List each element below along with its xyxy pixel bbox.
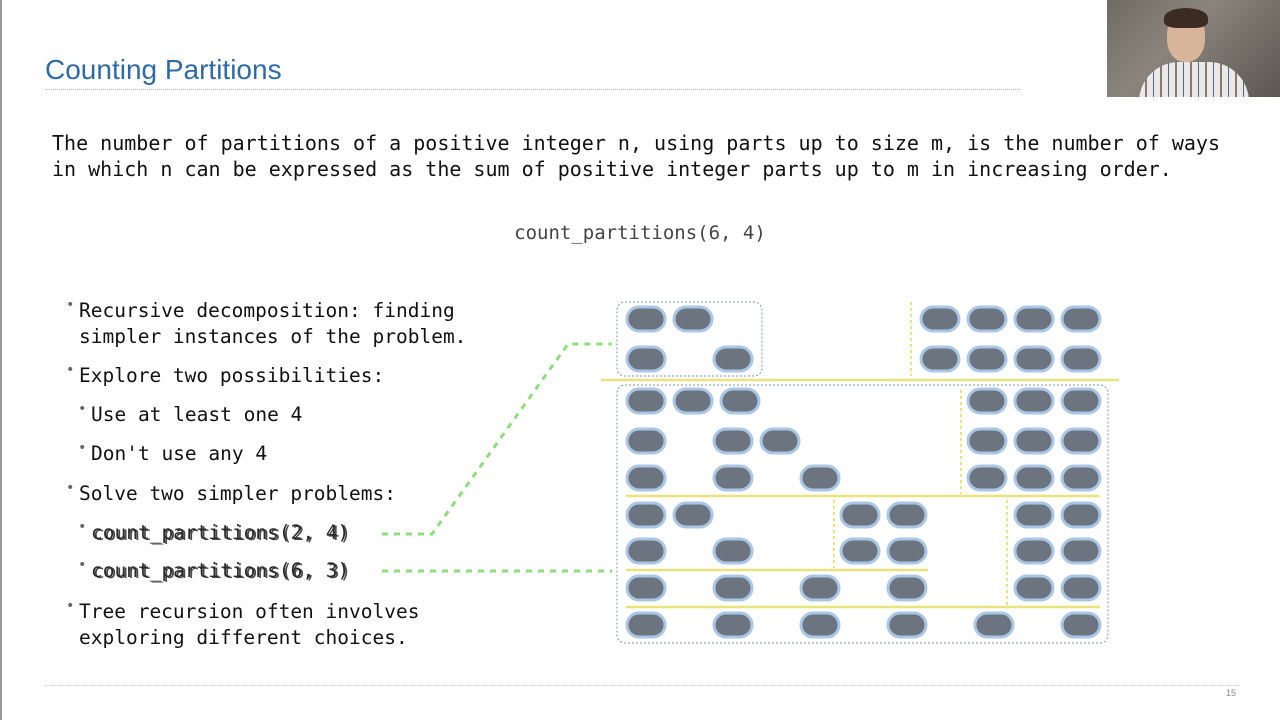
partition-part bbox=[712, 574, 754, 602]
bullet-dot: • bbox=[66, 362, 75, 378]
partition-part bbox=[625, 305, 667, 333]
partition-part bbox=[625, 501, 667, 529]
bullet-dot: • bbox=[78, 557, 87, 573]
sub-bullet-call-6-3: • count_partitions(6, 3) count_partition… bbox=[66, 557, 352, 584]
bullet-recursive-decomposition: • Recursive decomposition: finding simpl… bbox=[66, 297, 467, 349]
partition-part bbox=[839, 537, 881, 565]
sub-bullet-call-2-4: • count_partitions(2, 4) count_partition… bbox=[66, 519, 352, 546]
page-number: 15 bbox=[1226, 688, 1237, 698]
partition-part bbox=[799, 464, 841, 492]
partition-part bbox=[886, 574, 928, 602]
partition-part bbox=[1060, 305, 1102, 333]
example-call: count_partitions(6, 4) bbox=[514, 222, 766, 244]
partition-part bbox=[1060, 387, 1102, 415]
bullet-tree-recursion: • Tree recursion often involves explorin… bbox=[66, 598, 420, 650]
bullet-explore: • Explore two possibilities: bbox=[66, 362, 385, 389]
bullet-text: Use at least one 4 bbox=[91, 403, 303, 426]
partition-part bbox=[886, 537, 928, 565]
partition-part bbox=[886, 501, 928, 529]
bullet-dot: • bbox=[66, 480, 75, 496]
partition-part bbox=[719, 387, 761, 415]
partition-part bbox=[1060, 464, 1102, 492]
partition-part bbox=[625, 464, 667, 492]
bullet-text: Don't use any 4 bbox=[91, 442, 268, 465]
presenter-webcam bbox=[1107, 0, 1280, 97]
bullet-text-overlap: count_partitions(6, 3) bbox=[93, 560, 352, 583]
partition-part bbox=[966, 387, 1008, 415]
bullet-text: count_partitions(2, 4) bbox=[91, 521, 350, 544]
partition-part bbox=[625, 611, 667, 639]
partition-part bbox=[672, 501, 714, 529]
partition-part bbox=[672, 387, 714, 415]
partition-part bbox=[712, 611, 754, 639]
partition-part bbox=[1013, 574, 1055, 602]
partition-part bbox=[886, 611, 928, 639]
partition-part bbox=[1013, 387, 1055, 415]
partition-part bbox=[966, 427, 1008, 455]
title-divider bbox=[45, 89, 1020, 90]
partition-part bbox=[966, 305, 1008, 333]
sub-bullet-use-four: • Use at least one 4 bbox=[66, 401, 303, 428]
partition-part bbox=[1013, 345, 1055, 373]
bullet-text: Solve two simpler problems: bbox=[79, 482, 396, 505]
group-box-no-four bbox=[616, 384, 1109, 644]
partition-part bbox=[1060, 611, 1102, 639]
partition-part bbox=[839, 501, 881, 529]
presenter-shirt bbox=[1139, 62, 1249, 97]
partition-part bbox=[919, 345, 961, 373]
partition-part bbox=[712, 537, 754, 565]
bullet-dot: • bbox=[78, 519, 87, 535]
bullet-text: Explore two possibilities: bbox=[79, 364, 385, 387]
footer-divider bbox=[45, 685, 1240, 686]
partition-part bbox=[625, 387, 667, 415]
partition-part bbox=[1060, 574, 1102, 602]
bullet-text: Recursive decomposition: finding simpler… bbox=[79, 299, 467, 348]
partition-part bbox=[973, 611, 1015, 639]
partition-part bbox=[1013, 305, 1055, 333]
partition-part bbox=[625, 537, 667, 565]
slide-left-edge bbox=[0, 0, 2, 720]
partition-part bbox=[919, 305, 961, 333]
slide-title: Counting Partitions bbox=[45, 54, 282, 85]
bullet-dot: • bbox=[66, 297, 75, 313]
partition-part bbox=[799, 611, 841, 639]
bullet-dot: • bbox=[66, 598, 75, 614]
partition-part bbox=[1013, 464, 1055, 492]
bullet-dot: • bbox=[78, 440, 87, 456]
definition-text: The number of partitions of a positive i… bbox=[52, 131, 1220, 181]
presenter-hair bbox=[1164, 8, 1208, 28]
partition-part bbox=[625, 345, 667, 373]
group-box-use-four bbox=[616, 301, 763, 377]
partition-part bbox=[625, 427, 667, 455]
bullet-text: count_partitions(6, 3) bbox=[91, 559, 350, 582]
partition-part bbox=[712, 345, 754, 373]
partition-part bbox=[966, 345, 1008, 373]
partition-part bbox=[712, 464, 754, 492]
partition-part bbox=[1013, 427, 1055, 455]
bullet-text: Tree recursion often involves exploring … bbox=[79, 600, 420, 649]
bullet-solve-two: • Solve two simpler problems: bbox=[66, 480, 396, 507]
partition-part bbox=[1060, 427, 1102, 455]
partition-part bbox=[1060, 345, 1102, 373]
bullet-dot: • bbox=[78, 401, 87, 417]
sub-bullet-no-four: • Don't use any 4 bbox=[66, 440, 268, 467]
partition-part bbox=[712, 427, 754, 455]
partition-part bbox=[1013, 537, 1055, 565]
partition-part bbox=[1060, 537, 1102, 565]
connector-2-4 bbox=[382, 342, 612, 536]
partition-part bbox=[966, 464, 1008, 492]
partition-part bbox=[799, 574, 841, 602]
partition-part bbox=[1060, 501, 1102, 529]
partition-part bbox=[759, 427, 801, 455]
partition-part bbox=[1013, 501, 1055, 529]
partition-part bbox=[672, 305, 714, 333]
partition-parts bbox=[625, 305, 1102, 639]
partition-part bbox=[625, 574, 667, 602]
bullet-text-overlap: count_partitions(2, 4) bbox=[93, 522, 352, 545]
